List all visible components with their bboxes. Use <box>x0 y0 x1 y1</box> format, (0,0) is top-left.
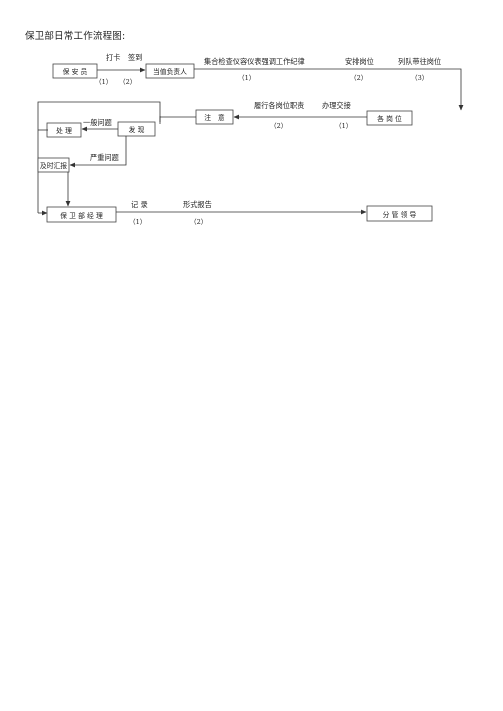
step-c2-label: （2） <box>270 122 287 130</box>
leader-label: 分 管 领 导 <box>383 210 417 219</box>
duty-officer-label: 当值负责人 <box>153 67 187 76</box>
record-label: 记 录 <box>131 200 148 209</box>
step-2-label: （2） <box>119 78 136 86</box>
handle-label: 处 理 <box>56 126 72 135</box>
step-c1-label: （1） <box>335 122 352 130</box>
posts-box <box>366 110 413 126</box>
serious-problem-label: 严重问题 <box>90 153 119 162</box>
clock-in-label: 打卡 <box>106 53 120 62</box>
formal-report-label: 形式报告 <box>183 200 212 209</box>
general-problem-label: 一般问题 <box>83 118 112 127</box>
step-d2-label: （2） <box>190 218 207 226</box>
manager-box <box>46 206 117 223</box>
step-1-label: （1） <box>95 78 112 86</box>
sign-in-label: 签到 <box>128 53 142 62</box>
step-b1-label: （1） <box>238 74 255 82</box>
handover-label: 办理交接 <box>322 101 351 110</box>
attention-to-discover-line <box>159 116 196 122</box>
attention-label: 注 意 <box>204 113 225 122</box>
duty-to-posts-arrow <box>194 68 464 111</box>
march-label: 列队带往岗位 <box>398 57 441 66</box>
report-box <box>37 157 70 173</box>
frame-line <box>37 101 161 213</box>
discover-to-report-arrow <box>69 136 127 168</box>
report-label: 及时汇报 <box>40 161 67 170</box>
duty-officer-box <box>145 63 195 79</box>
posts-label: 各 岗 位 <box>377 114 402 123</box>
manager-label: 保 卫 部 经 理 <box>60 211 103 220</box>
assemble-label: 集合检查仪容仪表强调工作纪律 <box>204 57 305 66</box>
discover-label: 发 现 <box>129 125 145 134</box>
guard-box <box>52 63 98 79</box>
page-title: 保卫部日常工作流程图: <box>25 31 126 42</box>
duties-label: 履行各岗位职责 <box>254 101 304 110</box>
step-b2-label: （2） <box>350 74 367 82</box>
arrange-label: 安排岗位 <box>345 57 374 66</box>
step-b3-label: （3） <box>411 74 428 82</box>
guard-label: 保 安 员 <box>63 67 88 76</box>
step-d1-label: （1） <box>129 218 146 226</box>
leader-box <box>366 205 433 222</box>
